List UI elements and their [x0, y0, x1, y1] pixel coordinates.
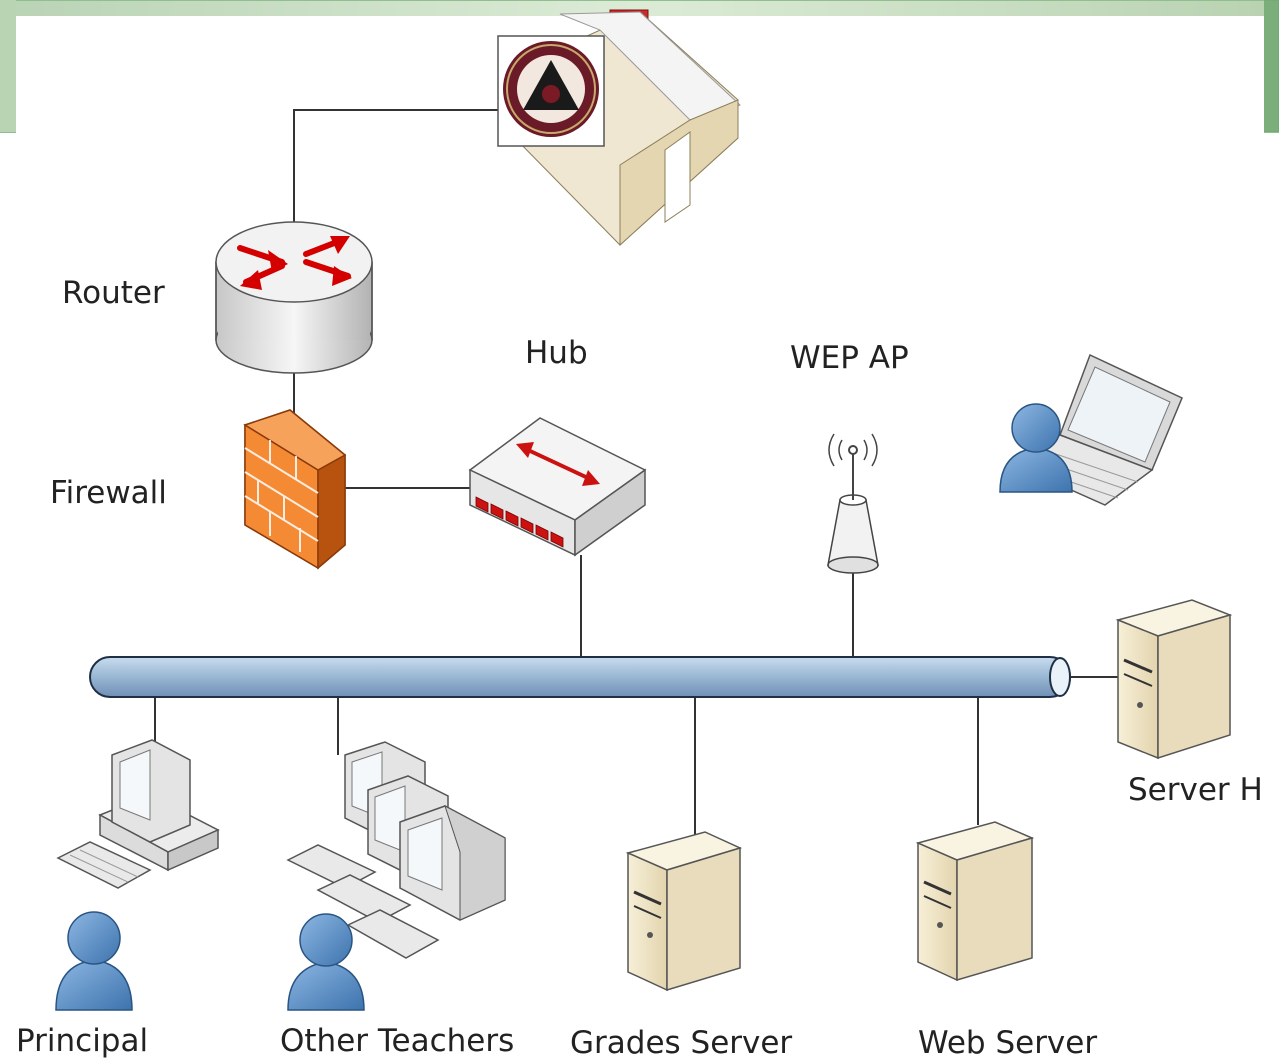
principal-label: Principal — [16, 1023, 149, 1059]
wireless-access-point-icon — [827, 433, 879, 574]
other-teachers-label: Other Teachers — [280, 1023, 515, 1059]
hub-icon — [468, 417, 647, 557]
network-bus-icon — [89, 656, 1071, 698]
server-icon-h — [1115, 599, 1233, 760]
hub-label: Hub — [525, 335, 588, 371]
web-server-label: Web Server — [918, 1025, 1098, 1061]
house-router-link — [293, 109, 500, 222]
server-icon-grades — [625, 831, 743, 992]
router-label: Router — [62, 275, 165, 311]
grades-server-label: Grades Server — [570, 1025, 793, 1061]
firewall-label: Firewall — [50, 475, 167, 511]
router-icon — [215, 221, 373, 374]
server-icon-web — [915, 821, 1035, 982]
workstation-group-icon — [286, 741, 506, 1011]
firewall-icon — [243, 409, 347, 570]
server-h-label: Server H — [1128, 772, 1263, 808]
emblem-logo-icon — [497, 35, 605, 147]
laptop-user-icon — [999, 353, 1183, 506]
wep-ap-label: WEP AP — [790, 340, 909, 376]
workstation-user-icon — [55, 739, 220, 1011]
